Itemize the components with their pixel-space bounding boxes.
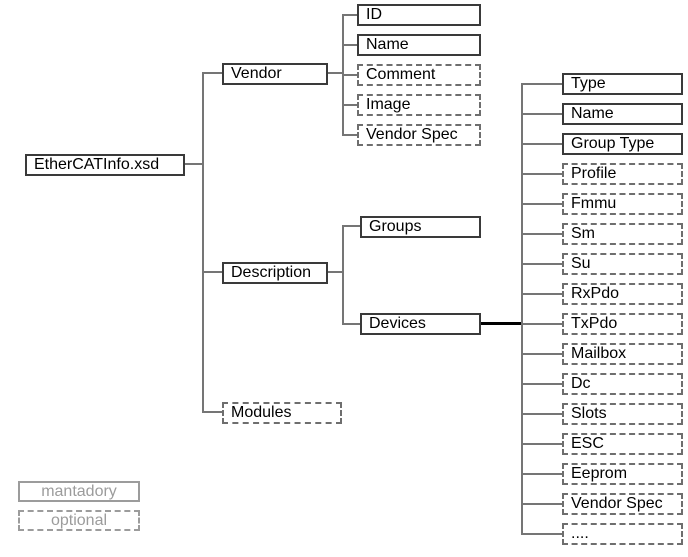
connector-stub-comment	[343, 74, 357, 76]
legend-optional-label: optional	[50, 511, 108, 529]
node-dc: Dc	[562, 373, 683, 395]
node-vendor-spec: Vendor Spec	[357, 124, 481, 146]
connector-description-children-spine	[342, 225, 344, 325]
node-label: EtherCATInfo.xsd	[34, 156, 160, 173]
connector-stub-description	[203, 271, 222, 273]
connector-stub-vendor-spec	[343, 134, 357, 136]
connector-stub-id	[343, 14, 357, 16]
connector-stub-su	[522, 263, 562, 265]
node-image: Image	[357, 94, 481, 116]
node-label: ID	[366, 6, 382, 23]
node-eeprom: Eeprom	[562, 463, 683, 485]
connector-stub-type	[522, 83, 562, 85]
connector-stub-groups	[343, 225, 360, 227]
connector-devices-children-spine	[521, 83, 523, 535]
node-groups: Groups	[360, 216, 481, 238]
connector-stub-devices	[343, 323, 360, 325]
node-label: Name	[571, 105, 614, 122]
node-sm: Sm	[562, 223, 683, 245]
connector-stub-more	[522, 533, 562, 535]
node-su: Su	[562, 253, 683, 275]
connector-stub-name	[343, 44, 357, 46]
node-rxpdo: RxPdo	[562, 283, 683, 305]
connector-stub-eeprom	[522, 473, 562, 475]
node-mailbox: Mailbox	[562, 343, 683, 365]
connector-stub-txpdo	[522, 323, 562, 325]
node-group-type: Group Type	[562, 133, 683, 155]
node-label: Slots	[571, 405, 607, 422]
connector-vendor-to-spine	[328, 72, 343, 74]
node-modules: Modules	[222, 402, 342, 424]
connector-description-to-spine	[328, 271, 343, 273]
node-label: Type	[571, 75, 606, 92]
node-label: Dc	[571, 375, 591, 392]
node-description: Description	[222, 262, 328, 284]
node-profile: Profile	[562, 163, 683, 185]
connector-stub-vendor-spec2	[522, 503, 562, 505]
node-label: RxPdo	[571, 285, 620, 302]
node-ellipsis: ....	[562, 523, 683, 545]
node-name: Name	[357, 34, 481, 56]
legend-optional: optional	[18, 510, 140, 531]
node-device-vendor-spec: Vendor Spec	[562, 493, 683, 515]
connector-stub-group-type	[522, 143, 562, 145]
node-label: Sm	[571, 225, 595, 242]
node-label: Description	[231, 264, 312, 281]
node-label: TxPdo	[571, 315, 618, 332]
legend-mandatory: mantadory	[18, 481, 140, 502]
node-label: Name	[366, 36, 409, 53]
node-esc: ESC	[562, 433, 683, 455]
node-label: Fmmu	[571, 195, 617, 212]
node-devices: Devices	[360, 313, 481, 335]
connector-stub-sm	[522, 233, 562, 235]
connector-level1-spine	[202, 72, 204, 413]
connector-root-to-spine	[185, 163, 203, 165]
node-label: Vendor Spec	[366, 126, 458, 143]
node-slots: Slots	[562, 403, 683, 425]
node-label: Profile	[571, 165, 617, 182]
node-fmmu: Fmmu	[562, 193, 683, 215]
connector-stub-fmmu	[522, 203, 562, 205]
node-label: Groups	[369, 218, 422, 235]
node-label: Group Type	[571, 135, 655, 152]
node-label: Vendor Spec	[571, 495, 663, 512]
legend-mandatory-label: mantadory	[41, 482, 117, 500]
connector-stub-esc	[522, 443, 562, 445]
node-id: ID	[357, 4, 481, 26]
node-vendor: Vendor	[222, 63, 328, 85]
node-label: Mailbox	[571, 345, 627, 362]
node-comment: Comment	[357, 64, 481, 86]
connector-stub-dc	[522, 383, 562, 385]
node-label: ....	[571, 525, 589, 542]
connector-stub-name2	[522, 113, 562, 115]
connector-stub-image	[343, 104, 357, 106]
connector-stub-profile	[522, 173, 562, 175]
connector-stub-vendor	[203, 72, 222, 74]
connector-stub-rxpdo	[522, 293, 562, 295]
connector-stub-slots	[522, 413, 562, 415]
node-type: Type	[562, 73, 683, 95]
node-label: Su	[571, 255, 591, 272]
connector-stub-mailbox	[522, 353, 562, 355]
node-label: Comment	[366, 66, 436, 83]
node-label: Vendor	[231, 65, 282, 82]
connector-devices-to-spine	[481, 322, 522, 325]
node-ethercatinfo-xsd: EtherCATInfo.xsd	[25, 154, 185, 176]
node-label: Eeprom	[571, 465, 628, 482]
node-label: Devices	[369, 315, 426, 332]
node-device-name: Name	[562, 103, 683, 125]
connector-stub-modules	[203, 411, 222, 413]
node-label: Image	[366, 96, 411, 113]
node-label: ESC	[571, 435, 604, 452]
node-label: Modules	[231, 404, 292, 421]
node-txpdo: TxPdo	[562, 313, 683, 335]
